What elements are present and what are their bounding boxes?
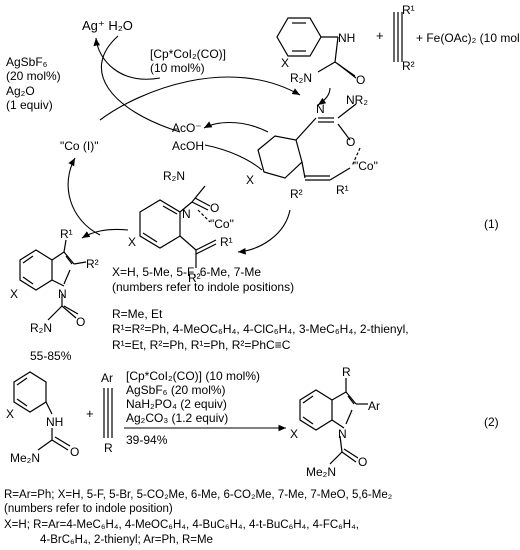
ag-water-label: Ag⁺ H₂O	[82, 18, 133, 33]
substrate-entry-arrow	[317, 87, 331, 106]
alkyne-r1: R¹	[402, 3, 415, 17]
product2-r: R	[342, 365, 351, 379]
intermediate-co: "Co"	[354, 159, 378, 173]
amide-co: "Co"	[210, 217, 234, 231]
amide-n: N	[182, 207, 191, 221]
urea2-me2n: Me₂N	[10, 451, 40, 465]
oxidation-arrow-up	[93, 37, 161, 80]
footnote-line-4: 4-BrC₆H₄, 2-thienyl; Ar=Ph, R=Me	[40, 534, 213, 546]
alkyne-reactant	[393, 12, 403, 62]
cond2-catalyst: [Cp*CoI₂(CO)] (10 mol%)	[126, 369, 260, 383]
alkyne2-ar: Ar	[101, 371, 113, 385]
agsbf6-label: AgSbF₆	[6, 55, 48, 69]
product-release-arrow	[81, 228, 129, 239]
ag2o-amount: (1 equiv)	[6, 98, 53, 112]
product1-r2: R²	[86, 257, 99, 271]
cond2-yield: 39-94%	[126, 433, 168, 447]
intermediate-o: O	[346, 135, 355, 149]
equation-number-2: (2)	[484, 415, 499, 429]
x-substituent-4: X	[10, 287, 18, 301]
cobaltacycle-intermediate	[257, 103, 361, 181]
additive-label: + Fe(OAc)₂ (10 mol%)	[416, 31, 520, 45]
plus-sign: +	[376, 28, 384, 43]
intermediate-r2: R²	[290, 187, 303, 201]
footnote-line-3: X=H; R=Ar=4-MeC₆H₄, 4-MeOC₆H₄, 4-BuC₆H₄,…	[4, 519, 359, 531]
oxidation-arrow-down	[100, 35, 181, 133]
urea-nh: NH	[338, 31, 355, 45]
co-i-label: "Co (I)"	[60, 139, 99, 153]
product2-me2n: Me₂N	[306, 465, 336, 479]
conditions-line-3: R=Me, Et	[112, 307, 163, 321]
cycle-arrow-right	[237, 209, 291, 255]
yield-1: 55-85%	[30, 349, 72, 363]
urea2-nh: NH	[46, 415, 63, 429]
reactant-aryl-urea	[276, 17, 357, 79]
x-substituent-3: X	[128, 235, 136, 249]
x-substituent-2: X	[246, 173, 254, 187]
product2-n: N	[338, 427, 347, 441]
urea-o: O	[356, 73, 365, 87]
amide-r1: R¹	[220, 235, 233, 249]
intermediate-r1: R¹	[336, 183, 349, 197]
urea2-o: O	[70, 445, 79, 459]
product1-n: N	[58, 287, 67, 301]
acoh-arrow	[204, 144, 263, 171]
cond2-ag2co3: Ag₂CO₃ (1.2 equiv)	[126, 411, 228, 425]
conditions-line-1: X=H, 5-Me, 5-F, 6-Me, 7-Me	[112, 265, 261, 279]
product1-o: O	[76, 315, 85, 329]
agsbf6-amount: (20 mol%)	[6, 69, 61, 83]
footnote-line-2: (numbers refer to indole position)	[4, 503, 173, 515]
cond2-nah2po4: NaH₂PO₄ (2 equiv)	[126, 397, 227, 411]
alkyne-r2: R²	[402, 59, 415, 73]
cond2-agsbf6: AgSbF₆ (20 mol%)	[126, 383, 226, 397]
cobalt-amide-intermediate	[139, 185, 217, 268]
x-substituent-1: X	[281, 56, 289, 70]
aco-arrow	[203, 121, 269, 133]
alkyne2-r: R	[104, 441, 113, 455]
cycle-arrow-top	[99, 76, 301, 121]
plus-sign-2: +	[86, 406, 94, 421]
amide-o: O	[210, 201, 219, 215]
catalyst-label: [Cp*CoI₂(CO)]	[150, 47, 226, 61]
product1-r2n: R₂N	[30, 321, 52, 335]
ag2o-label: Ag₂O	[6, 84, 35, 98]
amide-r2: R²	[188, 271, 201, 285]
catalyst-amount: (10 mol%)	[150, 61, 205, 75]
indole-product-1	[19, 239, 87, 321]
conditions-line-4: R¹=R²=Ph, 4-MeOC₆H₄, 4-ClC₆H₄, 3-MeC₆H₄,…	[112, 322, 409, 336]
intermediate-n: N	[316, 102, 325, 116]
equation-number-1: (1)	[484, 217, 499, 231]
acetate-label: AcO⁻	[172, 121, 202, 135]
footnote-line-1: R=Ar=Ph; X=H, 5-F, 5-Br, 5-CO₂Me, 6-Me, …	[4, 489, 392, 501]
reactant-aryl-urea-2	[13, 371, 71, 451]
product1-r1: R¹	[60, 227, 73, 241]
conditions-line-2: (numbers refer to indole positions)	[112, 280, 294, 294]
cycle-arrow-left	[67, 157, 101, 236]
conditions-line-5: R¹=Et, R²=Ph, R¹=Ph, R²=PhC≡C	[112, 338, 291, 352]
indole-product-2	[299, 378, 368, 465]
acetic-acid-label: AcOH	[172, 139, 204, 153]
alkyne-reactant-2	[103, 388, 113, 438]
x-substituent-5: X	[6, 407, 14, 421]
product2-ar: Ar	[368, 399, 380, 413]
amide-r2n: R₂N	[163, 169, 185, 183]
product2-o: O	[358, 455, 367, 469]
x-substituent-6: X	[290, 427, 298, 441]
intermediate-nr2: NR₂	[346, 93, 368, 107]
urea-r2n: R₂N	[290, 71, 312, 85]
